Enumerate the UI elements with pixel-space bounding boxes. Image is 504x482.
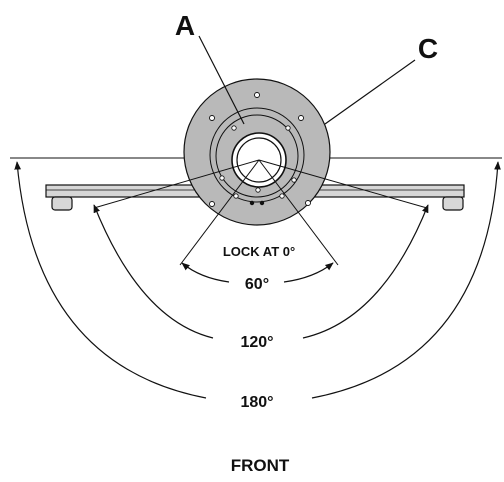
angle-rays xyxy=(93,159,428,266)
callout-c: C xyxy=(418,33,438,64)
callout-a-leader xyxy=(198,35,245,125)
angle-120-label: 120° xyxy=(240,334,273,351)
callout-a: A xyxy=(175,10,195,41)
arc-180 xyxy=(14,161,501,399)
angle-180-label: 180° xyxy=(240,394,273,411)
right-foot xyxy=(442,196,464,211)
lock-pins xyxy=(249,200,265,206)
callout-c-leader xyxy=(324,59,416,125)
arc-120 xyxy=(93,204,429,339)
front-label: FRONT xyxy=(231,456,290,475)
turntable xyxy=(183,78,331,226)
outer-bolt-holes xyxy=(209,92,311,207)
arc-60 xyxy=(181,262,334,283)
left-foot xyxy=(51,196,73,211)
angle-60-label: 60° xyxy=(245,276,269,293)
lock-label: LOCK AT 0° xyxy=(223,244,295,259)
inner-bolt-holes xyxy=(219,125,297,199)
